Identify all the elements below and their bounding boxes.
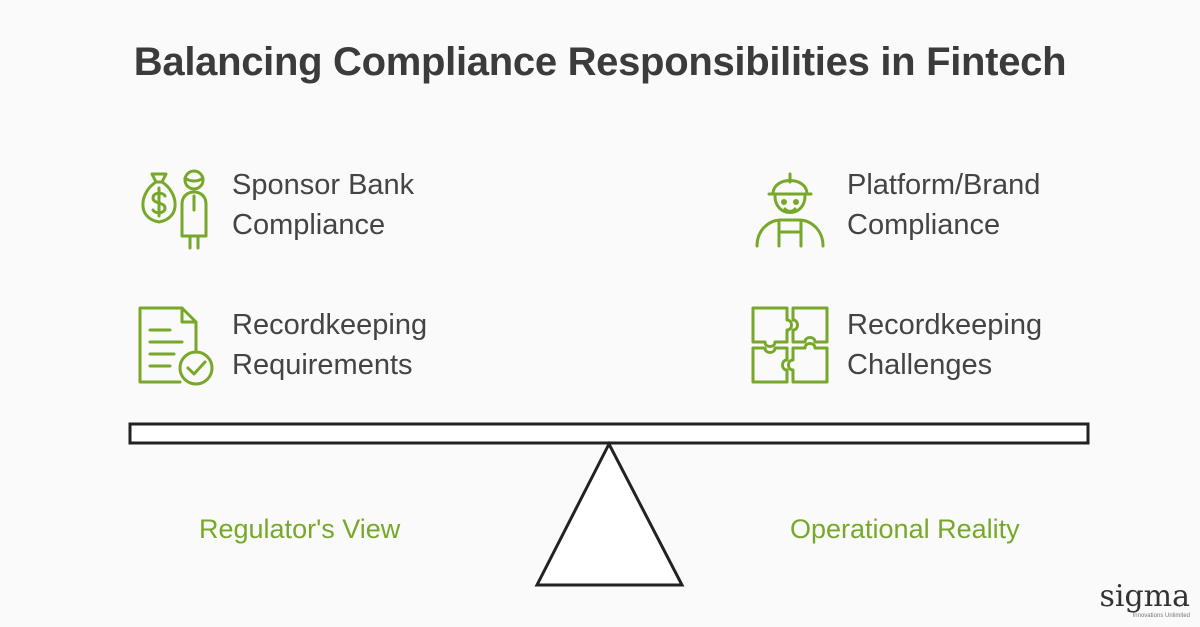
operational-reality-label: Operational Reality <box>790 514 1020 544</box>
scale-fulcrum <box>534 440 685 587</box>
worker-icon <box>755 172 825 248</box>
item-label: Recordkeeping Challenges <box>847 309 1043 381</box>
page-title: Balancing Compliance Responsibilities in… <box>133 40 1067 84</box>
item-sponsor-bank-compliance: Sponsor Bank Compliance <box>130 160 492 250</box>
scale-beam <box>128 422 1090 445</box>
item-platform-brand-compliance: Platform/Brand Compliance <box>745 160 1107 250</box>
money-bag-person-icon <box>141 169 208 250</box>
sigma-logo: sigma Innovations Unlimited <box>1099 579 1190 620</box>
regulators-view-label: Regulator's View <box>199 514 401 544</box>
item-recordkeeping-requirements: Recordkeeping Requirements <box>130 300 492 390</box>
item-label: Sponsor Bank Compliance <box>232 169 415 241</box>
document-check-icon <box>138 306 214 386</box>
logo-wordmark: sigma <box>1099 579 1190 614</box>
logo-tagline: Innovations Unlimited <box>1132 613 1190 619</box>
item-recordkeeping-challenges: Recordkeeping Challenges <box>745 300 1107 390</box>
puzzle-icon <box>751 306 829 384</box>
item-label: Platform/Brand Compliance <box>847 169 1041 241</box>
item-label: Recordkeeping Requirements <box>232 309 428 381</box>
